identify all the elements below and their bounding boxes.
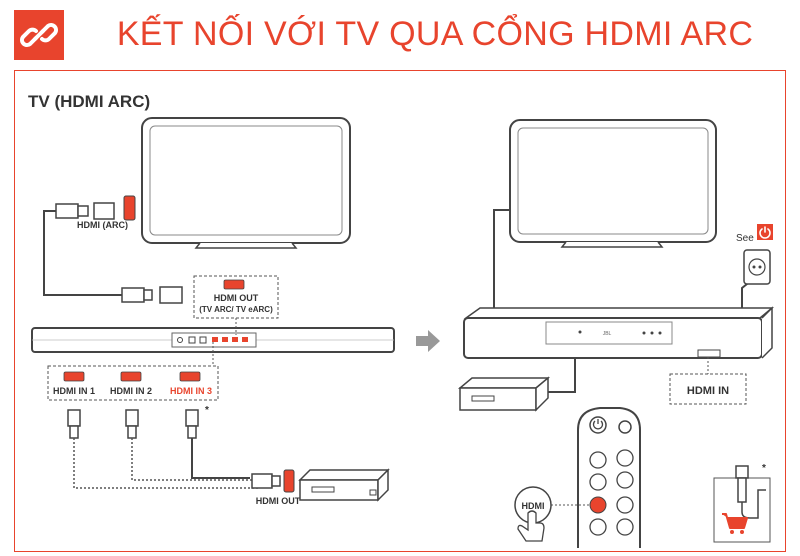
link-icon (14, 10, 64, 60)
label-remote-hdmi: HDMI (522, 501, 545, 511)
hdmi-in-1-port-icon (63, 371, 85, 382)
media-player-icon (298, 468, 390, 502)
hdmi-plug-1 (67, 409, 81, 439)
asterisk-right: * (762, 463, 766, 474)
hand-pointer-icon (517, 510, 545, 542)
label-hdmi-in-2: HDMI IN 2 (110, 386, 152, 396)
page-title: KẾT NỐI VỚI TV QUA CỔNG HDMI ARC (116, 15, 754, 53)
tv-right (509, 119, 717, 248)
tv-left (141, 117, 351, 249)
hdmi-arc-plug (55, 195, 136, 221)
hdmi-plug-2 (125, 409, 139, 439)
hdmi-in-3-port-icon (179, 371, 201, 382)
cable-3 (191, 438, 250, 479)
device-hdmi-plug (251, 469, 295, 493)
label-hdmi-in-3: HDMI IN 3 (170, 386, 212, 396)
cable-2 (131, 438, 258, 481)
hdmi-in-right-callout (669, 373, 747, 405)
hdmi-plug-3 (185, 409, 199, 439)
cable-1 (73, 438, 258, 489)
hdmi-port-icon (223, 279, 245, 290)
diagram-panel (14, 70, 786, 552)
arrow-right-icon (416, 330, 440, 352)
media-box-icon (457, 376, 551, 412)
label-hdmi-in-1: HDMI IN 1 (53, 386, 95, 396)
power-outlet-icon (743, 249, 771, 285)
section-title: TV (HDMI ARC) (28, 92, 151, 111)
label-hdmi-out: HDMI OUT (214, 293, 259, 303)
tv-right-cable (493, 209, 510, 316)
arc-cable (43, 210, 122, 296)
label-see: See (736, 233, 754, 244)
hdmi-in-2-port-icon (120, 371, 142, 382)
soundbar-right (463, 306, 775, 359)
remote-control-icon (577, 407, 641, 548)
asterisk-left: * (205, 405, 209, 416)
remote-power-icon (592, 419, 604, 430)
power-icon (759, 226, 771, 239)
label-device-hdmi-out: HDMI OUT (256, 496, 301, 506)
header: KẾT NỐI VỚI TV QUA CỔNG HDMI ARC (0, 0, 800, 70)
arc-cable-plug (121, 286, 183, 304)
soundbar-left (31, 327, 395, 353)
label-hdmi-in: HDMI IN (687, 385, 729, 397)
label-hdmi-out-sub: (TV ARC/ TV eARC) (199, 305, 273, 314)
label-hdmi-arc: HDMI (ARC) (77, 220, 128, 230)
soundbar-logo: JBL (603, 331, 612, 337)
shopping-cart-icon (722, 513, 748, 534)
